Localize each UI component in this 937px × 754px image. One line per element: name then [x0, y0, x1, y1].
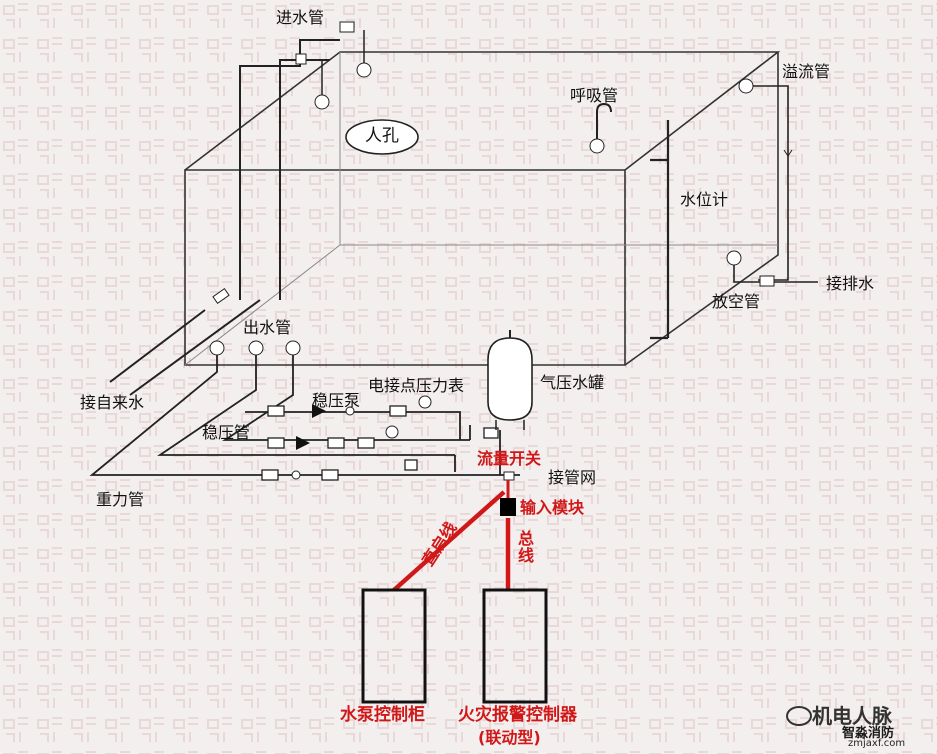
booster-pump-label: 稳压泵	[312, 391, 361, 410]
watermark-brand: 智淼消防	[842, 726, 895, 741]
contact-pressure-gauge-label: 电接点压力表	[368, 376, 465, 395]
wechat-icon	[786, 706, 812, 726]
watermark-name: 机电人脉	[812, 704, 892, 728]
fire-panel-label: 火灾报警控制器	[458, 705, 577, 725]
vent-pipe-label: 放空管	[712, 292, 761, 311]
pump-2	[296, 436, 310, 450]
city-water-label: 接自来水	[80, 393, 145, 412]
input-module	[500, 498, 516, 516]
inlet-pipe-label: 进水管	[276, 8, 325, 27]
linkage-type-label: (联动型)	[478, 728, 541, 747]
pump-control-cabinet	[361, 588, 427, 704]
tank-top-edges	[184, 51, 781, 171]
overflow-outlet	[738, 78, 754, 94]
pump-1	[312, 404, 326, 418]
inlet-pipe	[239, 39, 340, 300]
pressure-tank-label: 气压水罐	[540, 373, 605, 392]
vent-outlet	[726, 250, 742, 266]
bus-line-label: 总线	[515, 530, 534, 564]
tank-right-edges	[624, 52, 779, 366]
outlet-pipe-label: 出水管	[243, 318, 292, 337]
breather-pipe-label: 呼吸管	[570, 86, 619, 105]
pump-cabinet-label: 水泵控制柜	[340, 705, 425, 725]
fire-alarm-controller	[482, 588, 548, 704]
flow-switch-label: 流量开关	[477, 449, 542, 468]
manhole-label: 人孔	[365, 126, 399, 146]
pipe-network-label: 接管网	[548, 468, 597, 487]
water-level-gauge-label: 水位计	[680, 190, 729, 209]
flow-switch	[503, 471, 515, 481]
inlet-float-2	[314, 94, 330, 110]
manhole	[345, 119, 419, 155]
tank-hidden-edges	[184, 244, 778, 366]
pressure-tank	[487, 337, 533, 421]
inlet-float-1	[356, 62, 372, 78]
input-module-label: 输入模块	[520, 498, 585, 517]
breather-pipe	[596, 102, 612, 140]
direct-start-line	[392, 490, 506, 592]
gravity-pipe-label: 重力管	[96, 490, 145, 509]
drain-connection-label: 接排水	[826, 274, 875, 293]
booster-pipe-label: 稳压管	[202, 423, 251, 442]
overflow-pipe-label: 溢流管	[782, 62, 831, 81]
watermark-url: zmjaxf.com	[848, 738, 906, 749]
